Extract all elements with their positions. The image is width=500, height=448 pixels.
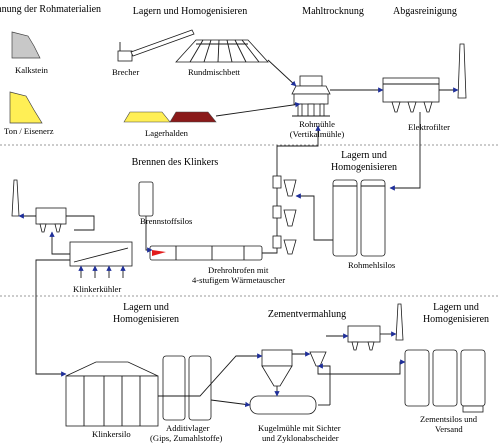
flow-kiln-to-tower xyxy=(262,248,278,254)
flow-to-cement-silos xyxy=(317,359,406,375)
separator-icon xyxy=(261,349,327,387)
label-additive-2: (Gips, Zumahlstoffe) xyxy=(150,433,223,443)
stockpile-yellow xyxy=(123,111,171,123)
label-stockpiles: Lagerhalden xyxy=(145,128,189,138)
flame-icon xyxy=(152,250,166,256)
label-clinker-cooler: Klinkerkühler xyxy=(73,284,121,294)
heading-cement-grinding: Zementvermahlung xyxy=(268,309,346,320)
heading-storage-bot-left-1: Lagern und xyxy=(123,302,169,313)
heading-storage-bot-right-2: Homogenisieren xyxy=(423,314,489,325)
stockpile-red xyxy=(169,111,217,123)
label-crusher: Brecher xyxy=(112,67,139,77)
label-additive-1: Additivlager xyxy=(166,423,210,433)
label-cement-silos-2: Versand xyxy=(435,424,463,434)
clay-icon xyxy=(9,91,43,124)
flow-filter-to-silos xyxy=(389,112,421,191)
flow-tower-to-mill xyxy=(276,125,321,176)
label-limestone: Kalkstein xyxy=(15,65,49,75)
rotary-kiln-icon xyxy=(149,245,263,261)
heading-burning: Brennen des Klinkers xyxy=(132,157,219,168)
flow-clinker-to-separator xyxy=(158,353,263,397)
heading-storage-mid-2: Homogenisieren xyxy=(331,162,397,173)
raw-mill-icon xyxy=(291,75,331,117)
cement-silos-icon xyxy=(404,349,486,413)
label-clinker-silo: Klinkersilo xyxy=(92,429,131,439)
label-clay: Ton / Eisenerz xyxy=(4,126,54,136)
raw-meal-silos-icon xyxy=(332,179,386,257)
flow-filter-loop xyxy=(66,215,95,231)
kiln-filter-icon xyxy=(35,207,67,233)
flow-piles-to-mill xyxy=(215,102,301,117)
flow-additive-to-mill xyxy=(210,399,251,408)
stack-top-icon xyxy=(457,43,467,99)
label-cement-silos-1: Zementsilos und xyxy=(420,414,478,424)
label-raw-mill-1: Rohmühle xyxy=(299,119,335,129)
round-bed-icon xyxy=(175,39,269,63)
heading-raw-materials: Gewinnung der Rohmaterialien xyxy=(0,4,101,15)
label-electrofilter: Elektrofilter xyxy=(408,122,450,132)
additive-storage-icon xyxy=(162,355,212,421)
fuel-silos-icon xyxy=(138,181,154,217)
flow-silos-to-tower xyxy=(295,193,333,241)
limestone-icon xyxy=(11,31,41,59)
stack-bottom-icon xyxy=(395,303,404,341)
flow-mill-return xyxy=(317,363,331,405)
heading-storage-mid-1: Lagern und xyxy=(341,150,387,161)
heading-storage-top: Lagern und Homogenisieren xyxy=(133,6,247,17)
preheater-tower-icon xyxy=(272,175,297,255)
crusher-icon xyxy=(117,29,195,62)
heading-storage-bot-right-1: Lagern und xyxy=(433,302,479,313)
label-round-bed: Rundmischbett xyxy=(188,67,241,77)
label-raw-meal-silos: Rohmehlsilos xyxy=(348,260,396,270)
flow-fuel-to-kiln xyxy=(145,216,153,253)
label-kiln-2: 4-stufigem Wärmetauscher xyxy=(192,275,285,285)
clinker-silo-icon xyxy=(65,361,159,427)
flow-cooler-to-filter xyxy=(49,231,70,255)
heading-grinding: Mahltrocknung xyxy=(302,6,364,17)
ball-mill-icon xyxy=(249,395,330,415)
stack-left-icon xyxy=(11,179,20,217)
heading-storage-bot-left-2: Homogenisieren xyxy=(113,314,179,325)
cement-filter-icon xyxy=(347,325,381,351)
electrofilter-icon xyxy=(382,77,440,113)
label-raw-mill-2: (Vertikalmühle) xyxy=(290,129,345,139)
heading-exhaust: Abgasreinigung xyxy=(393,6,457,17)
label-kiln-1: Drehrohrofen mit xyxy=(208,265,269,275)
label-ball-mill-1: Kugelmühle mit Sichter xyxy=(258,423,341,433)
flow-cooler-to-clinker-silo xyxy=(35,259,70,377)
label-fuel-silos: Brennstoffsilos xyxy=(140,216,193,226)
label-ball-mill-2: und Zyklonabscheider xyxy=(262,433,339,443)
clinker-cooler-icon xyxy=(69,241,133,267)
flow-bed-to-mill xyxy=(267,59,297,87)
